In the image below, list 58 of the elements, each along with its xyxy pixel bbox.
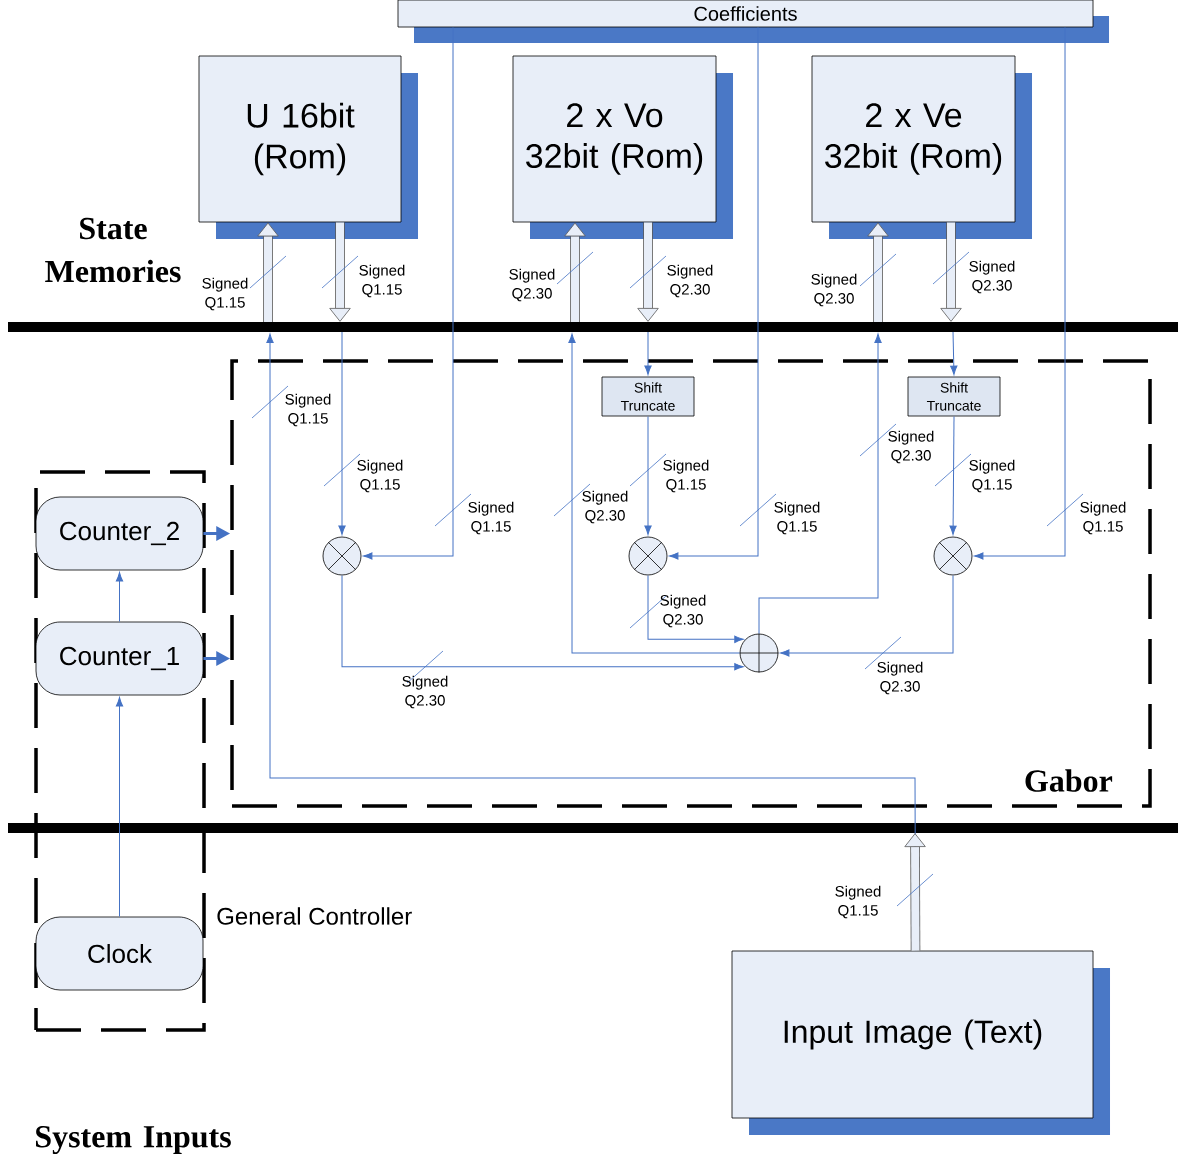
arrow bbox=[338, 331, 346, 535]
input-box: Input Image (Text) bbox=[731, 950, 1110, 1135]
edge-label: Signed Q1.15 bbox=[285, 393, 331, 427]
rounded-box: Counter_1 bbox=[35, 621, 204, 696]
bus-arrow bbox=[564, 222, 586, 322]
edge-label: Signed Q2.30 bbox=[660, 594, 706, 628]
edge-label: Signed Q2.30 bbox=[402, 675, 448, 709]
multiplier-symbol bbox=[322, 536, 362, 576]
edge-label: Signed Q1.15 bbox=[663, 459, 709, 493]
coefficients-box: Coefficients bbox=[397, 0, 1109, 43]
arrow bbox=[758, 333, 882, 635]
multiplier-symbol bbox=[628, 536, 668, 576]
edge-label: Signed Q1.15 bbox=[1080, 501, 1126, 535]
section-heading: System Inputs bbox=[36, 1125, 231, 1155]
arrow bbox=[780, 574, 954, 657]
rounded-box: Clock bbox=[35, 916, 204, 991]
bus-arrow bbox=[940, 222, 962, 322]
arrow bbox=[115, 572, 124, 623]
edge-label: Signed Q1.15 bbox=[202, 277, 248, 311]
edge-label: Signed Q1.15 bbox=[835, 885, 881, 919]
process-box: Shift Truncate bbox=[907, 376, 1001, 417]
edge-label: Signed Q1.15 bbox=[774, 501, 820, 535]
adder-symbol bbox=[739, 633, 779, 673]
section-heading: State Memories bbox=[45, 217, 181, 283]
memory-box: 2 x Ve 32bit (Rom) bbox=[811, 55, 1032, 239]
bus-arrow bbox=[329, 222, 351, 322]
arrow bbox=[644, 331, 652, 375]
arrow bbox=[949, 415, 957, 535]
arrow bbox=[115, 697, 124, 918]
multiplier-symbol bbox=[933, 536, 973, 576]
rounded-box: Counter_2 bbox=[35, 496, 204, 571]
arrow bbox=[363, 26, 454, 560]
arrow bbox=[950, 331, 958, 375]
edge-label: Signed Q2.30 bbox=[811, 273, 857, 307]
edge-label: Signed Q2.30 bbox=[582, 490, 628, 524]
edge-label: Signed Q1.15 bbox=[357, 459, 403, 493]
edge-label: Signed Q2.30 bbox=[877, 661, 923, 695]
bus-arrow bbox=[867, 222, 889, 322]
edge-label: Signed Q2.30 bbox=[509, 268, 555, 302]
arrow bbox=[341, 574, 744, 671]
edge-label: Signed Q2.30 bbox=[888, 430, 934, 464]
edge-label: Signed Q1.15 bbox=[359, 264, 405, 298]
arrow bbox=[647, 574, 744, 643]
arrow bbox=[644, 415, 652, 535]
arrow bbox=[974, 26, 1066, 560]
bus-arrow bbox=[904, 833, 926, 951]
edge-label: Signed Q2.30 bbox=[969, 260, 1015, 294]
memory-box: 2 x Vo 32bit (Rom) bbox=[512, 55, 733, 239]
edge-label: Signed Q2.30 bbox=[667, 264, 713, 298]
memory-box: U 16bit (Rom) bbox=[198, 55, 418, 239]
bus-arrow bbox=[637, 222, 659, 322]
arrow bbox=[568, 333, 741, 654]
bus-arrow bbox=[257, 222, 279, 322]
process-box: Shift Truncate bbox=[601, 376, 695, 417]
arrow bbox=[669, 26, 759, 560]
edge-label: Signed Q1.15 bbox=[468, 501, 514, 535]
node-label: General Controller bbox=[217, 907, 412, 925]
edge-label: Signed Q1.15 bbox=[969, 459, 1015, 493]
